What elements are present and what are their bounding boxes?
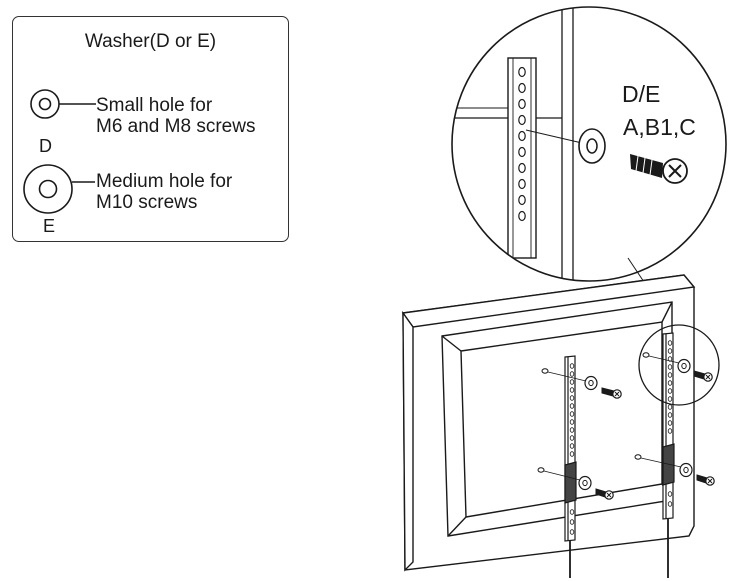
zoom-washer-icon	[578, 128, 606, 164]
left-mounting-bracket	[564, 355, 577, 578]
screw-callout-label: A,B1,C	[623, 114, 696, 140]
screw-set-top-right	[642, 352, 713, 382]
screw-set-top-left	[541, 368, 622, 399]
small-washer-icon	[30, 89, 96, 119]
washer-guide-line	[525, 129, 583, 144]
small-washer-line2: M6 and M8 screws	[96, 116, 256, 137]
screw-set-bottom-right	[634, 454, 715, 486]
washer-d-letter: D	[39, 136, 52, 156]
zoom-screw-icon	[630, 154, 688, 184]
medium-washer-line2: M10 screws	[96, 192, 198, 213]
zoom-callout: D/E A,B1,C	[451, 6, 727, 282]
tv-back-panel	[401, 274, 696, 572]
medium-washer-line1: Medium hole for	[96, 171, 233, 192]
right-bracket-holes	[667, 340, 673, 507]
small-washer-line1: Small hole for	[96, 95, 213, 116]
zoom-circle-outline	[451, 6, 727, 282]
medium-washer-icon	[23, 164, 95, 214]
washer-callout-label: D/E	[622, 81, 660, 107]
small-washer-description: Small hole for M6 and M8 screws	[96, 95, 255, 137]
washer-e-letter: E	[43, 216, 56, 236]
right-mounting-bracket	[662, 332, 675, 578]
detail-marker-circle	[638, 324, 720, 406]
bracket-slot-holes	[518, 66, 526, 222]
left-bracket-holes	[569, 363, 575, 535]
screw-set-bottom-left	[537, 467, 614, 500]
medium-washer-description: Medium hole for M10 screws	[96, 171, 232, 213]
washer-legend-box: Washer(D or E) D Small hole for M6 and M…	[12, 16, 289, 242]
legend-title: Washer(D or E)	[84, 31, 217, 52]
